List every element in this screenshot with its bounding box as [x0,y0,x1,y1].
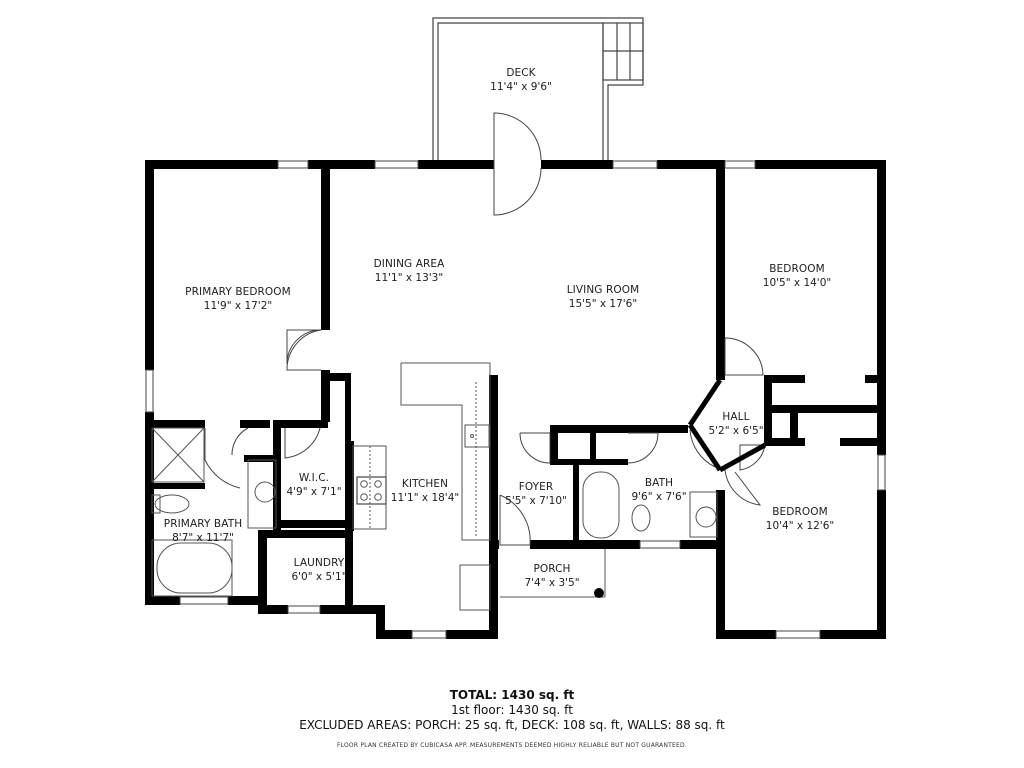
disclaimer: FLOOR PLAN CREATED BY CUBICASA APP. MEAS… [337,742,687,749]
room-label-living-room: LIVING ROOM 15'5" x 17'6" [567,283,640,311]
deck [432,17,644,163]
room-name: PORCH [533,563,571,575]
room-name: HALL [722,411,750,423]
hall-angled-walls [687,378,767,473]
room-dimensions: 11'4" x 9'6" [490,81,552,93]
room-label-dining-area: DINING AREA 11'1" x 13'3" [374,257,445,285]
room-label-wic: W.I.C. 4'9" x 7'1" [286,471,341,499]
room-name: BATH [644,477,674,489]
room-name: BEDROOM [772,506,828,518]
room-dimensions: 5'5" x 7'10" [505,495,567,507]
floor-area: 1st floor: 1430 sq. ft [451,703,573,717]
room-dimensions: 15'5" x 17'6" [568,298,638,310]
room-label-bedroom-2: BEDROOM 10'4" x 12'6" [766,505,834,533]
room-dimensions: 11'1" x 13'3" [374,272,444,284]
room-dimensions: 10'5" x 14'0" [762,277,832,289]
bath-fixtures [151,427,718,598]
room-name: DINING AREA [373,258,445,270]
room-label-primary-bath: PRIMARY BATH 8'7" x 11'7" [164,517,242,545]
doors [204,112,766,546]
room-name: PRIMARY BEDROOM [185,286,291,298]
total-area: TOTAL: 1430 sq. ft [449,688,575,702]
room-name: KITCHEN [401,478,449,490]
room-name: PRIMARY BATH [163,518,243,530]
room-dimensions: 8'7" x 11'7" [172,532,234,544]
room-dimensions: 11'1" x 18'4" [390,492,460,504]
room-label-bedroom-1: BEDROOM 10'5" x 14'0" [763,262,831,290]
room-label-deck: DECK 11'4" x 9'6" [490,66,552,94]
room-dimensions: 6'0" x 5'1" [291,571,347,583]
room-name: BEDROOM [769,263,825,275]
room-dimensions: 4'9" x 7'1" [286,486,342,498]
room-label-bath: BATH 9'6" x 7'6" [631,476,686,504]
kitchen-counters [352,362,491,611]
room-name: LAUNDRY [293,557,345,569]
room-dimensions: 7'4" x 3'5" [524,577,580,589]
room-name: FOYER [518,481,554,493]
room-name: W.I.C. [298,472,330,484]
room-label-hall: HALL 5'2" x 6'5" [708,410,763,438]
room-label-foyer: FOYER 5'5" x 7'10" [505,480,567,508]
room-label-laundry: LAUNDRY 6'0" x 5'1" [291,556,346,584]
windows [145,160,886,639]
room-dimensions: 9'6" x 7'6" [631,491,687,503]
porch-post [594,588,604,598]
room-dimensions: 11'9" x 17'2" [203,300,273,312]
room-name: LIVING ROOM [566,284,640,296]
room-name: DECK [506,67,536,79]
walls [145,160,886,639]
room-label-porch: PORCH 7'4" x 3'5" [524,562,579,590]
excluded-areas: EXCLUDED AREAS: PORCH: 25 sq. ft, DECK: … [299,718,725,732]
room-label-primary-bedroom: PRIMARY BEDROOM 11'9" x 17'2" [185,285,291,313]
room-label-kitchen: KITCHEN 11'1" x 18'4" [391,477,459,505]
room-dimensions: 5'2" x 6'5" [708,425,764,437]
room-dimensions: 10'4" x 12'6" [765,520,835,532]
